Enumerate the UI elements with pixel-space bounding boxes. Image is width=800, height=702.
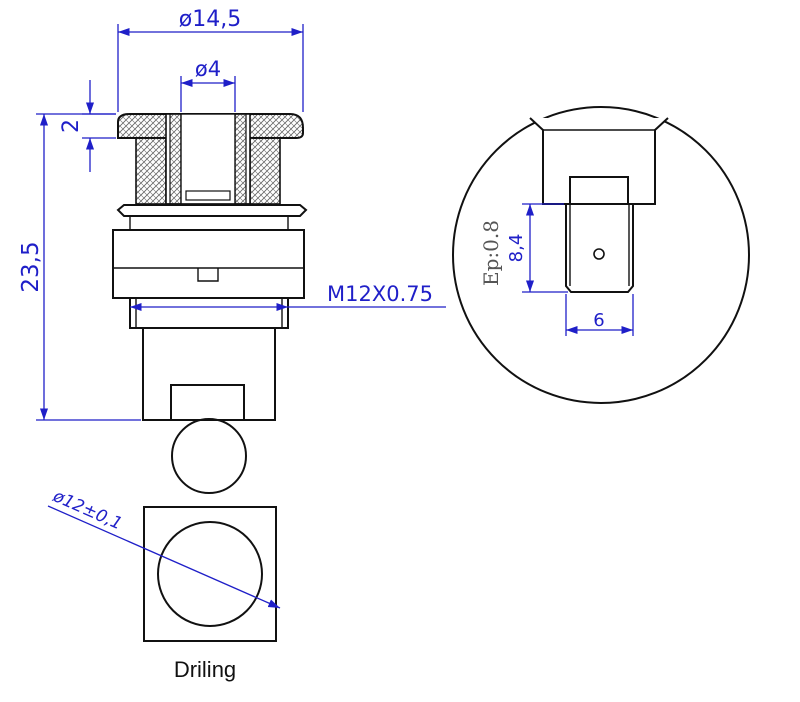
dim-drill-diameter: ø12±0,1 xyxy=(49,486,125,534)
dim-thread: M12X0.75 xyxy=(327,282,433,306)
nut-slot xyxy=(197,268,219,282)
solder-ball xyxy=(171,418,247,494)
body-left-wall xyxy=(135,137,167,205)
drilling-caption: Driling xyxy=(174,657,236,682)
detail-tab xyxy=(565,203,634,293)
dim-outer-diameter: ø14,5 xyxy=(179,7,241,32)
bore-bottom xyxy=(185,190,231,201)
nut xyxy=(112,229,305,299)
bore-liner-left xyxy=(169,113,182,205)
body-right-wall xyxy=(249,137,281,205)
bore-liner-right xyxy=(234,113,247,205)
detail-tab-base xyxy=(569,176,629,205)
dim-tab-thickness: Ep:0.8 xyxy=(479,220,503,286)
dim-bore-diameter: ø4 xyxy=(195,57,221,81)
detail-circle xyxy=(452,106,750,404)
dim-tab-length: 8,4 xyxy=(506,234,527,263)
terminal-side-view xyxy=(112,113,308,494)
dim-flange-height: 2 xyxy=(59,119,84,133)
dim-tab-width: 6 xyxy=(593,310,604,331)
tab-stub xyxy=(170,384,245,421)
drilling-view: ø12±0,1 Driling xyxy=(47,486,281,682)
main-dimensions: ø14,5 ø4 2 23,5 M12X0.75 xyxy=(18,7,446,421)
threaded-shank xyxy=(129,297,289,329)
tab-detail-view: 8,4 6 Ep:0.8 xyxy=(452,106,750,404)
drilling-square xyxy=(143,506,277,642)
drilling-hole xyxy=(157,521,263,627)
dim-total-height: 23,5 xyxy=(18,241,44,292)
washer xyxy=(116,204,308,217)
tab-hole xyxy=(593,248,605,260)
